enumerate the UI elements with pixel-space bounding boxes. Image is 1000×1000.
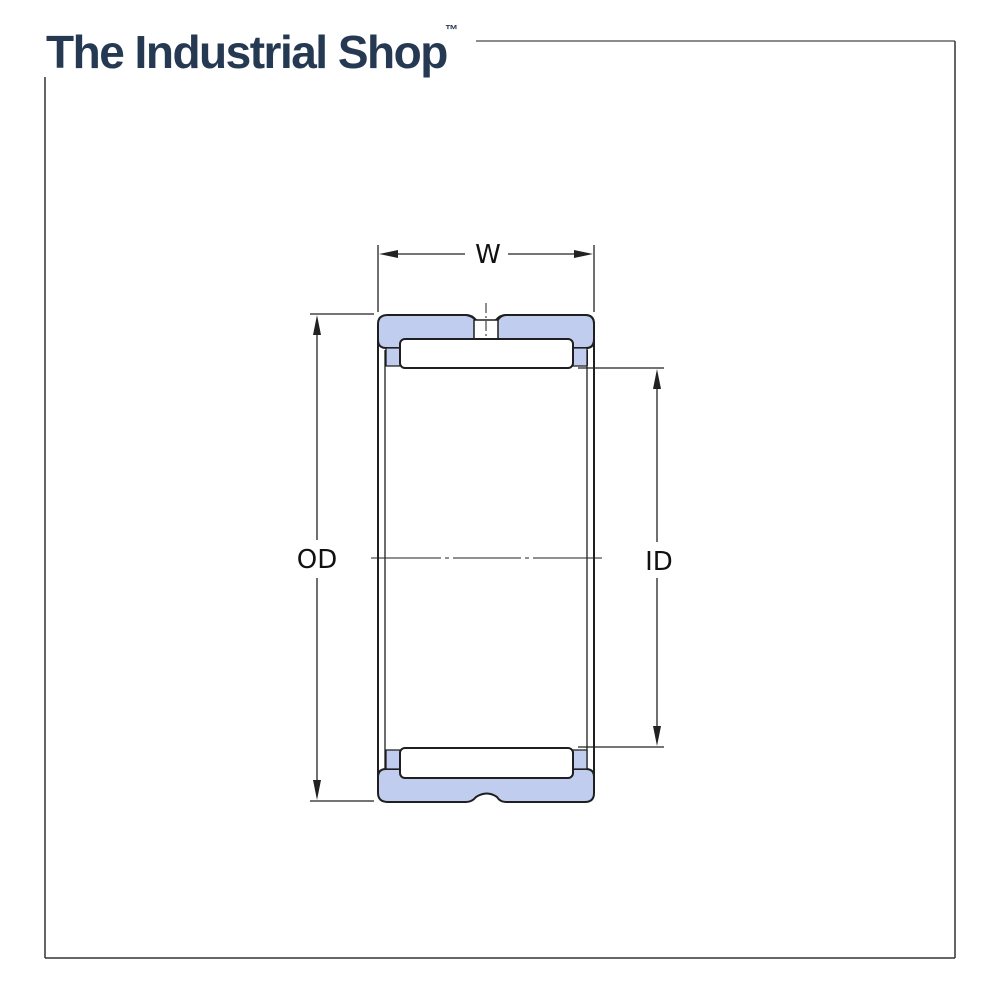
brand-logo: The Industrial Shop — [46, 26, 448, 78]
trademark-symbol: ™ — [445, 22, 458, 37]
bearing-section — [377, 303, 595, 803]
needle-roller-top — [399, 338, 574, 369]
outer-diameter-label: OD — [297, 545, 338, 575]
inner-diameter-dimension — [578, 367, 664, 748]
outer-diameter-dimension — [310, 313, 374, 802]
needle-roller-bottom — [399, 747, 574, 779]
inner-diameter-label: ID — [645, 547, 673, 577]
width-label: W — [475, 240, 501, 270]
width-dimension — [377, 245, 595, 312]
drawing-frame — [44, 40, 956, 959]
